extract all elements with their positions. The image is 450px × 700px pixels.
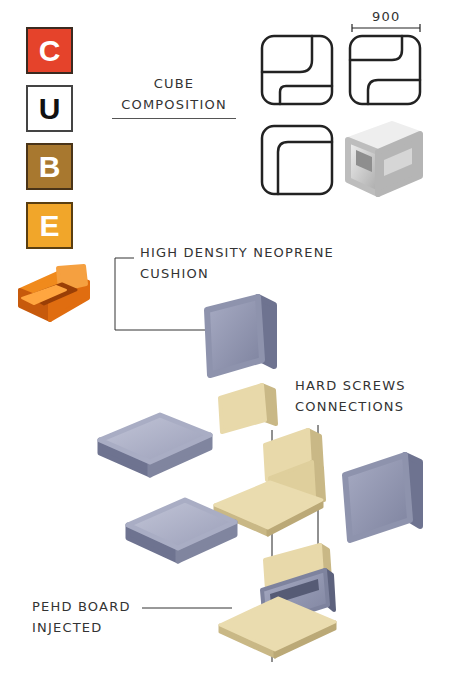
part-label: HIGH DENSITY NEOPRENE CUSHION [140, 243, 380, 285]
letter-tile: E [26, 202, 73, 249]
diagram-title: CUBE COMPOSITION [112, 74, 236, 119]
tile-letter: U [39, 94, 61, 124]
letter-tile: U [26, 85, 73, 132]
tile-letter: E [39, 211, 59, 241]
dimension-label: 900 [372, 7, 400, 28]
exploded-parts [100, 297, 420, 657]
letter-tile: B [26, 143, 73, 190]
letter-tile: C [26, 27, 73, 74]
tile-letter: B [39, 152, 61, 182]
dimension-line [352, 24, 420, 32]
part-label: PEHD BOARD INJECTED [32, 597, 150, 639]
chair-icon [20, 266, 88, 320]
plan-outlines [262, 36, 420, 194]
cube-render [348, 124, 420, 194]
part-label: HARD SCREWS CONNECTIONS [295, 376, 430, 418]
tile-letter: C [39, 36, 61, 66]
